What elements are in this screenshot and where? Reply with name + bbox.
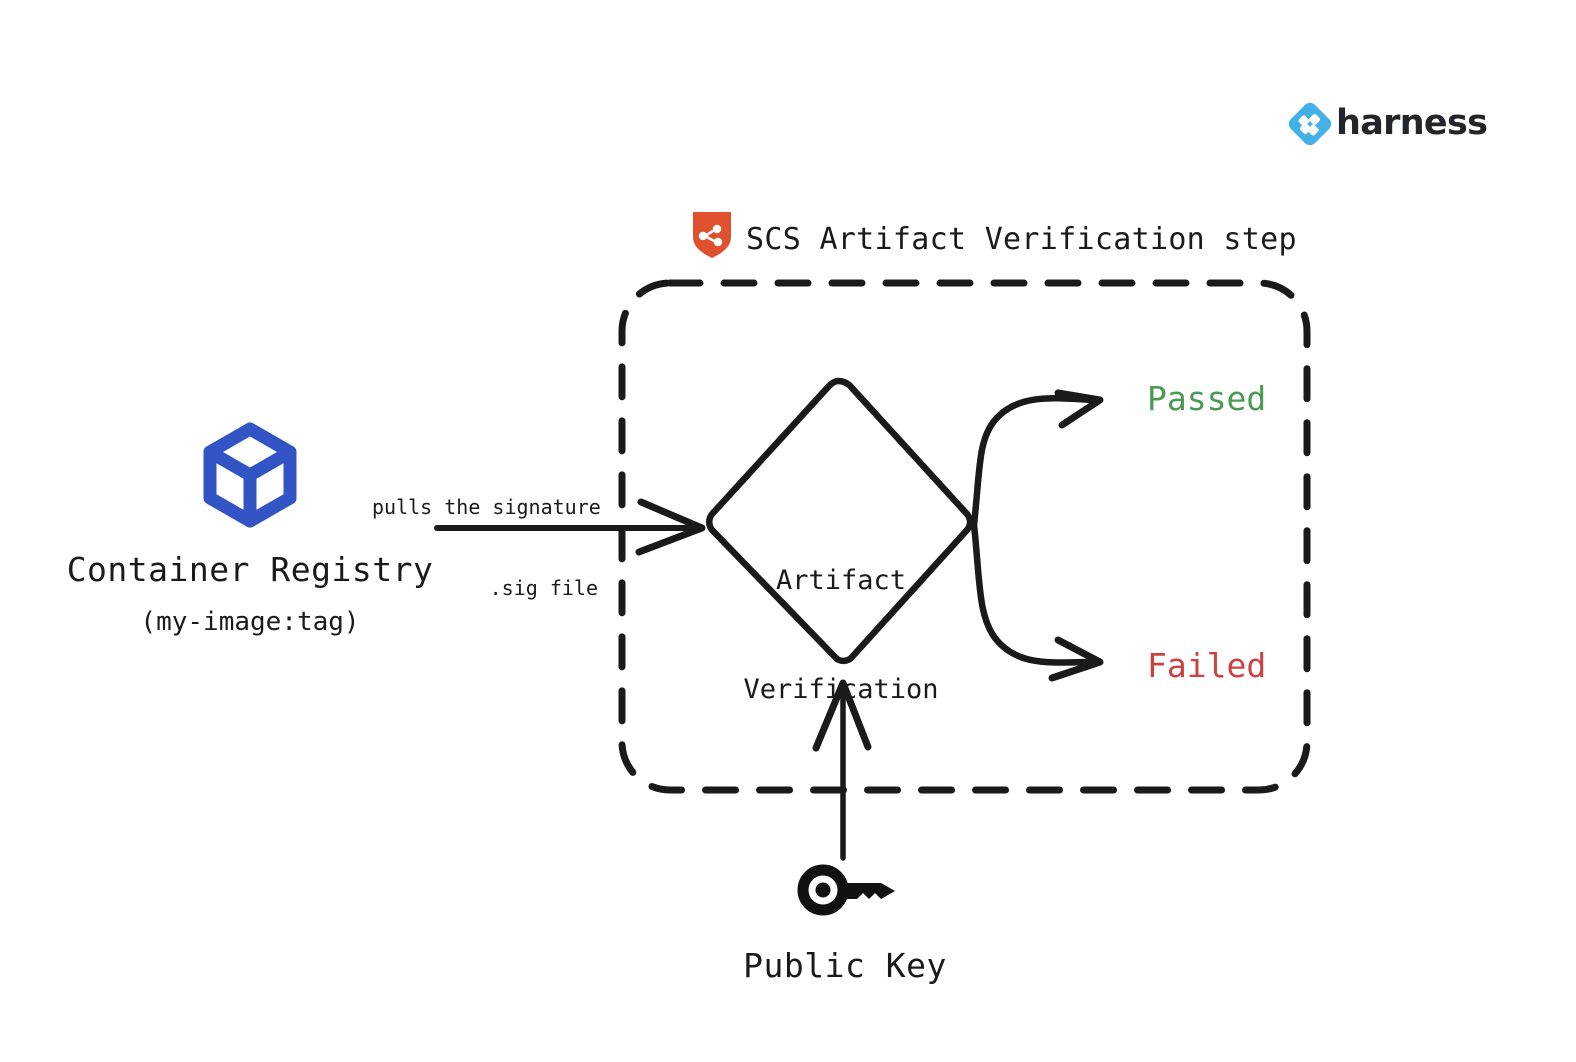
scs-shield-icon-slot [691,213,733,265]
container-cube-icon [203,422,297,528]
harness-diamond-icon [1288,102,1332,146]
public-key-node: Public Key [700,862,990,985]
harness-logo: harness [1288,100,1488,146]
public-key-label: Public Key [743,946,947,985]
harness-scs-shield-icon [693,212,731,258]
edge-registry-to-verification [434,498,706,556]
artifact-verification-label-line1: Artifact [775,564,907,596]
artifact-verification-label-line2: Verification [743,674,939,706]
outcome-passed-label: Passed [1147,379,1267,418]
scs-step-boundary [618,279,1311,794]
edge-label-pull-signature: pulls the signature .sig file [372,440,601,656]
edge-label-pull-line2: .sig file [489,576,598,600]
container-registry-node: Container Registry (my-image:tag) [60,432,440,637]
key-icon [797,864,895,916]
edge-verification-to-passed [970,389,1104,529]
container-registry-subtitle: (my-image:tag) [140,607,360,637]
key-icon-slot [700,862,990,924]
artifact-verification-diamond [706,377,974,665]
harness-wordmark: harness [1336,102,1488,143]
edge-publickey-to-verification [812,679,872,861]
container-registry-title: Container Registry [66,550,434,589]
scs-step-title: SCS Artifact Verification step [746,221,1297,257]
edge-label-pull-line1: pulls the signature [372,495,601,519]
outcome-failed-label: Failed [1147,646,1267,685]
edge-verification-to-failed [970,521,1104,682]
scs-step-header: SCS Artifact Verification step [691,213,1297,265]
artifact-verification-label: Artifact Verification [716,490,966,782]
harness-logo-icon-slot [1288,100,1334,146]
